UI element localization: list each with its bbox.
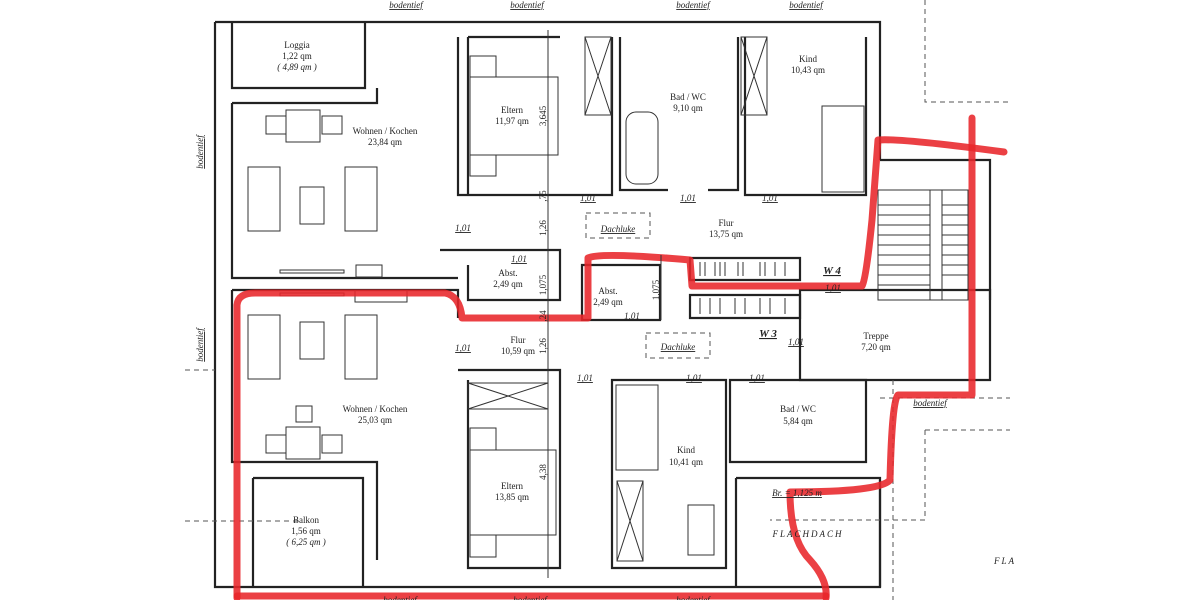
bodentief-label: bodentief xyxy=(789,0,824,10)
bodentief-label: bodentief xyxy=(389,0,424,10)
room-area: 11,97 qm xyxy=(495,116,529,126)
bodentief-label: bodentief xyxy=(195,134,205,169)
bodentief-label: bodentief xyxy=(676,595,711,600)
room-name: Balkon xyxy=(293,515,319,525)
room-name: Abst. xyxy=(498,268,517,278)
room-area: 2,49 qm xyxy=(593,297,623,307)
dimension-label: 4,38 xyxy=(538,464,548,480)
furniture xyxy=(247,36,865,562)
door-width-label: 1,01 xyxy=(788,337,804,347)
door-width-label: 1,01 xyxy=(762,193,778,203)
room-area: 10,41 qm xyxy=(669,457,703,467)
room-area-alt: ( 4,89 qm ) xyxy=(277,62,317,72)
room-name: Flur xyxy=(510,335,525,345)
room-flur-bottom: Flur 10,59 qm xyxy=(501,335,535,356)
width-annotation: Br. = 1,125 m xyxy=(772,488,822,498)
room-area: 10,59 qm xyxy=(501,346,535,356)
door-width-label: 1,01 xyxy=(455,343,471,353)
room-treppe: Treppe 7,20 qm xyxy=(861,331,891,352)
door-width-label: 1,01 xyxy=(749,373,765,383)
room-loggia: Loggia 1,22 qm ( 4,89 qm ) xyxy=(277,40,317,72)
room-area: 2,49 qm xyxy=(493,279,523,289)
room-name: Loggia xyxy=(284,40,310,50)
dimension-label: 3,645 xyxy=(538,105,548,126)
door-width-label: 1,01 xyxy=(680,193,696,203)
door-width-label: 1,01 xyxy=(825,283,841,293)
room-area: 5,84 qm xyxy=(783,416,813,426)
room-name: Abst. xyxy=(598,286,617,296)
room-kind-top: Kind 10,43 qm xyxy=(791,54,825,75)
room-eltern-top: Eltern 11,97 qm xyxy=(495,105,529,126)
bodentief-label: bodentief xyxy=(513,595,548,600)
flachdach-label-cut: FLA xyxy=(993,556,1016,566)
room-area: 1,56 qm xyxy=(291,526,321,536)
dachluke-label: Dachluke xyxy=(660,342,695,352)
room-bad-bottom: Bad / WC 5,84 qm xyxy=(780,404,816,426)
door-width-label: 1,01 xyxy=(686,373,702,383)
dimension-label: 1,26 xyxy=(538,220,548,236)
room-name: Flur xyxy=(718,218,733,228)
room-abst-2: Abst. 2,49 qm xyxy=(593,286,623,307)
room-kind-bottom: Kind 10,41 qm xyxy=(669,445,703,467)
room-area-alt: ( 6,25 qm ) xyxy=(286,537,326,547)
room-wohnen-bottom: Wohnen / Kochen 25,03 qm xyxy=(343,404,408,425)
room-wohnen-top: Wohnen / Kochen 23,84 qm xyxy=(353,126,418,147)
dimension-label: ,24 xyxy=(538,310,548,322)
room-name: Eltern xyxy=(501,481,523,491)
door-width-label: 1,01 xyxy=(580,193,596,203)
room-bad-top: Bad / WC 9,10 qm xyxy=(670,92,706,113)
unit-w3-label: W 3 xyxy=(759,328,777,340)
bodentief-label: bodentief xyxy=(676,0,711,10)
door-width-labels: 1,01 1,01 1,01 1,01 1,01 1,01 1,01 1,01 … xyxy=(455,193,841,383)
unit-w4-label: W 4 xyxy=(823,265,841,277)
door-width-label: 1,01 xyxy=(577,373,593,383)
room-name: Eltern xyxy=(501,105,523,115)
dimension-label: 1,075 xyxy=(538,274,548,295)
dimension-label: 1,075 xyxy=(651,279,661,300)
door-width-label: 1,01 xyxy=(624,311,640,321)
bodentief-label: bodentief xyxy=(913,398,948,408)
room-area: 1,22 qm xyxy=(282,51,312,61)
bodentief-label: bodentief xyxy=(383,595,418,600)
room-area: 13,85 qm xyxy=(495,492,529,502)
bodentief-label: bodentief xyxy=(510,0,545,10)
room-balkon: Balkon 1,56 qm ( 6,25 qm ) xyxy=(286,515,326,547)
room-name: Treppe xyxy=(863,331,888,341)
room-flur-top: Flur 13,75 qm xyxy=(709,218,743,239)
room-name: Wohnen / Kochen xyxy=(343,404,408,414)
staircase xyxy=(699,189,969,314)
dachluke-bottom-outline xyxy=(645,332,711,359)
door-width-label: 1,01 xyxy=(455,223,471,233)
dimension-label: 1,26 xyxy=(538,338,548,354)
room-area: 9,10 qm xyxy=(673,103,703,113)
room-area: 7,20 qm xyxy=(861,342,891,352)
red-marker-outline xyxy=(233,114,1008,600)
flachdach-label: FLACHDACH xyxy=(771,529,843,539)
room-area: 13,75 qm xyxy=(709,229,743,239)
room-name: Wohnen / Kochen xyxy=(353,126,418,136)
bodentief-label: bodentief xyxy=(195,327,205,362)
room-name: Kind xyxy=(677,445,696,455)
room-name: Kind xyxy=(799,54,818,64)
room-eltern-bottom: Eltern 13,85 qm xyxy=(495,481,529,502)
room-area: 23,84 qm xyxy=(368,137,402,147)
room-abst-1: Abst. 2,49 qm xyxy=(493,268,523,289)
dimension-labels: 3,645 4,38 1,26 1,075 1,26 1,075 ,24 ,75 xyxy=(538,30,662,578)
room-name: Bad / WC xyxy=(670,92,706,102)
dimension-label: ,75 xyxy=(538,190,548,202)
room-area: 10,43 qm xyxy=(791,65,825,75)
room-area: 25,03 qm xyxy=(358,415,392,425)
room-name: Bad / WC xyxy=(780,404,816,414)
dachluke-label: Dachluke xyxy=(600,224,635,234)
dachluke-top-outline xyxy=(585,212,651,239)
door-width-label: 1,01 xyxy=(511,254,527,264)
